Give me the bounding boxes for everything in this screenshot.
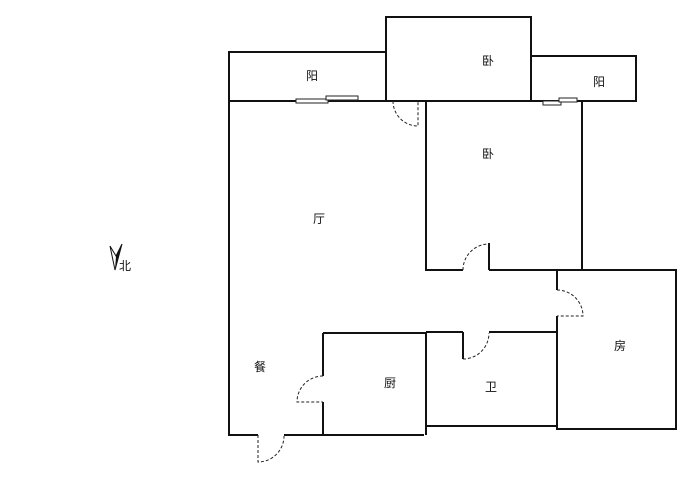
label-kitchen: 厨 [384,376,396,390]
north-label: 北 [119,259,131,273]
label-balcony-right: 阳 [593,75,605,89]
room-walls [556,269,677,430]
window-balcony-right-2 [558,97,578,103]
label-balcony-left: 阳 [306,69,318,83]
window-balcony-left-1 [295,98,329,104]
compass: 北 [109,243,131,273]
bathroom-walls [426,331,557,427]
label-bedroom-top: 卧 [482,54,494,68]
label-room: 房 [614,338,626,353]
balcony-right-walls [530,55,637,102]
label-bedroom-main: 卧 [482,147,494,161]
door-arc-entrance [257,435,285,463]
label-dining: 餐 [254,359,266,374]
kitchen-walls [322,332,427,435]
bedroom-main-walls [425,101,583,271]
label-bathroom: 卫 [485,380,497,394]
living-room-walls [228,100,582,436]
window-balcony-right-1 [542,100,562,106]
door-arc-bathroom [462,332,490,360]
bedroom-top-walls [385,16,532,102]
label-living-room: 厅 [313,212,325,226]
door-arc-kitchen [296,375,324,403]
door-arc-bedroom-top [392,100,419,127]
window-balcony-left-2 [325,95,359,101]
door-arc-room [556,289,584,317]
north-arrow-fill-icon [115,244,122,270]
door-arc-bedroom-main [462,243,490,271]
